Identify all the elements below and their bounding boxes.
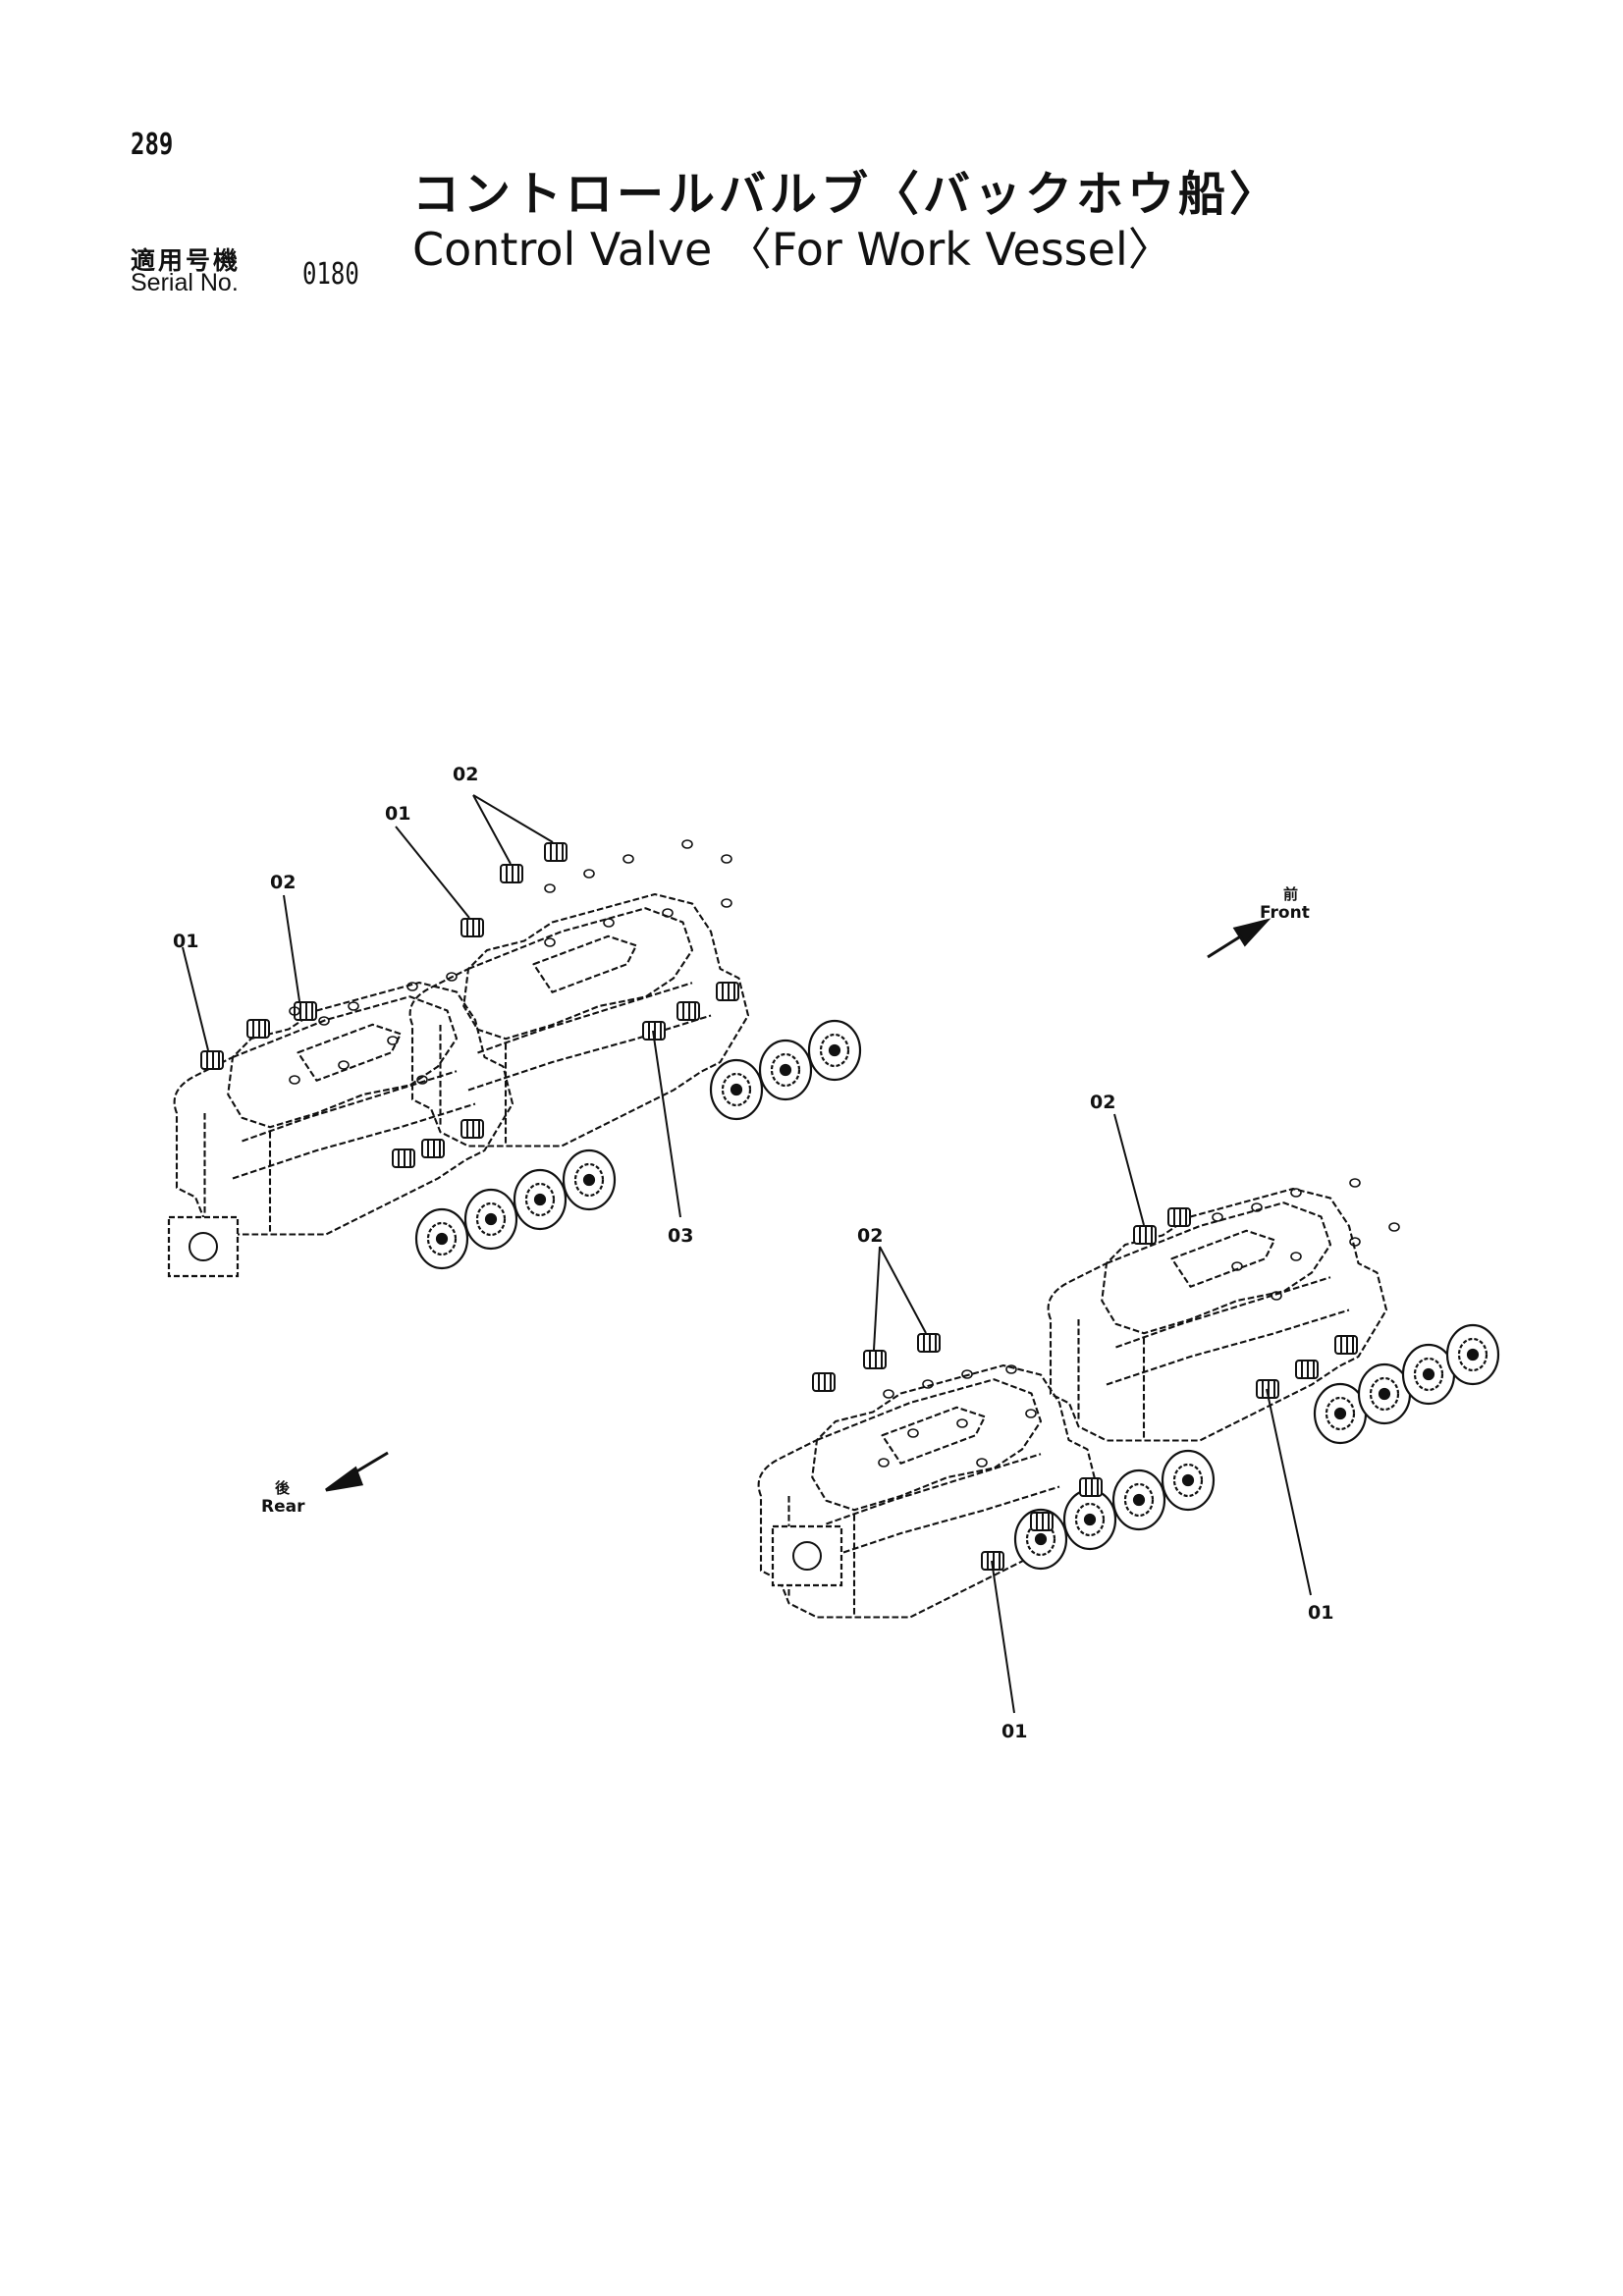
front-label-japanese: 前 xyxy=(1283,885,1299,903)
page-number: 289 xyxy=(131,128,174,162)
callout-02-lower-right: 02 xyxy=(1090,1092,1116,1113)
callout-01-upper-right: 01 xyxy=(385,803,411,825)
front-label-english: Front xyxy=(1260,903,1310,923)
upper-left-valve-assembly xyxy=(167,794,862,1278)
title-japanese: コントロールバルブ〈バックホウ船〉 xyxy=(412,167,1281,222)
lower-right-valve-assembly xyxy=(757,1113,1500,1714)
callout-02-lower-left: 02 xyxy=(857,1225,884,1247)
rear-label-english: Rear xyxy=(261,1497,305,1517)
callout-02-upper-left: 02 xyxy=(270,872,297,893)
callout-01-lower-left: 01 xyxy=(1001,1721,1028,1742)
callout-02-upper-right: 02 xyxy=(453,764,479,785)
callout-03-upper-right: 03 xyxy=(668,1225,694,1247)
callout-01-upper-left: 01 xyxy=(173,931,199,952)
serial-number-value: 0180 xyxy=(302,257,359,292)
title-english: Control Valve 〈For Work Vessel〉 xyxy=(412,223,1173,276)
rear-arrow xyxy=(325,1451,389,1492)
serial-label-english: Serial No. xyxy=(131,269,239,296)
front-arrow xyxy=(1207,918,1271,959)
callout-01-lower-right: 01 xyxy=(1308,1602,1334,1624)
serial-label-japanese: 適用号機 xyxy=(131,246,242,275)
rear-label-japanese: 後 xyxy=(275,1479,291,1497)
